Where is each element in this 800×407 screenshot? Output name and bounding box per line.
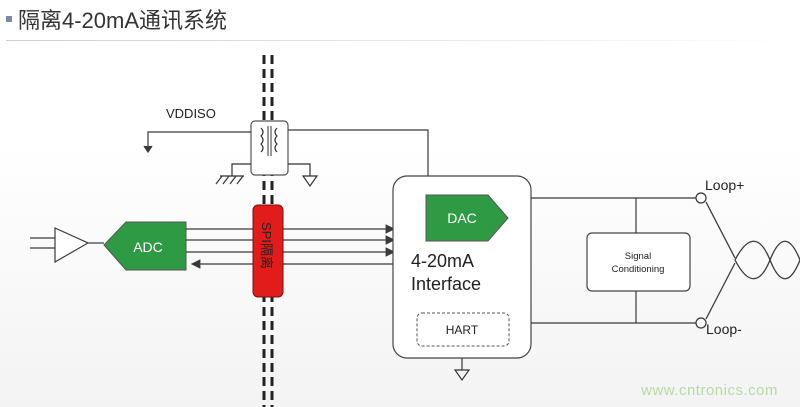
title-text: 隔离4-20mA通讯系统 bbox=[18, 8, 228, 33]
adc-block: ADC bbox=[103, 221, 187, 271]
interface-label-line1: 4-20mA bbox=[411, 251, 474, 271]
dac-label: DAC bbox=[447, 210, 477, 226]
interface-label-line2: Interface bbox=[411, 274, 481, 294]
chassis-ground-icon bbox=[215, 163, 251, 185]
hart-block: HART bbox=[416, 312, 510, 347]
twisted-pair-icon bbox=[705, 201, 800, 320]
loop-plus-terminal-icon bbox=[695, 192, 707, 204]
watermark: www.cntronics.com bbox=[641, 382, 778, 399]
title-bullet-icon bbox=[6, 16, 12, 22]
loop-plus-label: Loop+ bbox=[705, 177, 744, 193]
adc-label: ADC bbox=[133, 239, 163, 255]
input-buffer bbox=[30, 227, 104, 264]
isolated-power-transformer bbox=[250, 120, 289, 176]
spi-bus bbox=[186, 224, 396, 269]
loop-minus-label: Loop- bbox=[706, 321, 742, 337]
loop-minus-terminal-icon bbox=[695, 317, 707, 329]
page-title: 隔离4-20mA通讯系统 bbox=[6, 4, 227, 34]
signal-conditioning-block: Signal Conditioning bbox=[586, 232, 691, 292]
signal-label-line2: Conditioning bbox=[612, 264, 665, 275]
vddiso-wire bbox=[143, 129, 429, 176]
hart-label: HART bbox=[446, 323, 479, 337]
ground-icon bbox=[288, 163, 319, 188]
spi-isolator: SPI隔离 bbox=[252, 204, 284, 298]
interface-ground-icon bbox=[453, 358, 471, 382]
dac-block: DAC bbox=[425, 194, 509, 242]
spi-isolator-label: SPI隔离 bbox=[259, 222, 274, 269]
vddiso-label: VDDISO bbox=[166, 106, 216, 121]
signal-label-line1: Signal bbox=[625, 251, 651, 262]
